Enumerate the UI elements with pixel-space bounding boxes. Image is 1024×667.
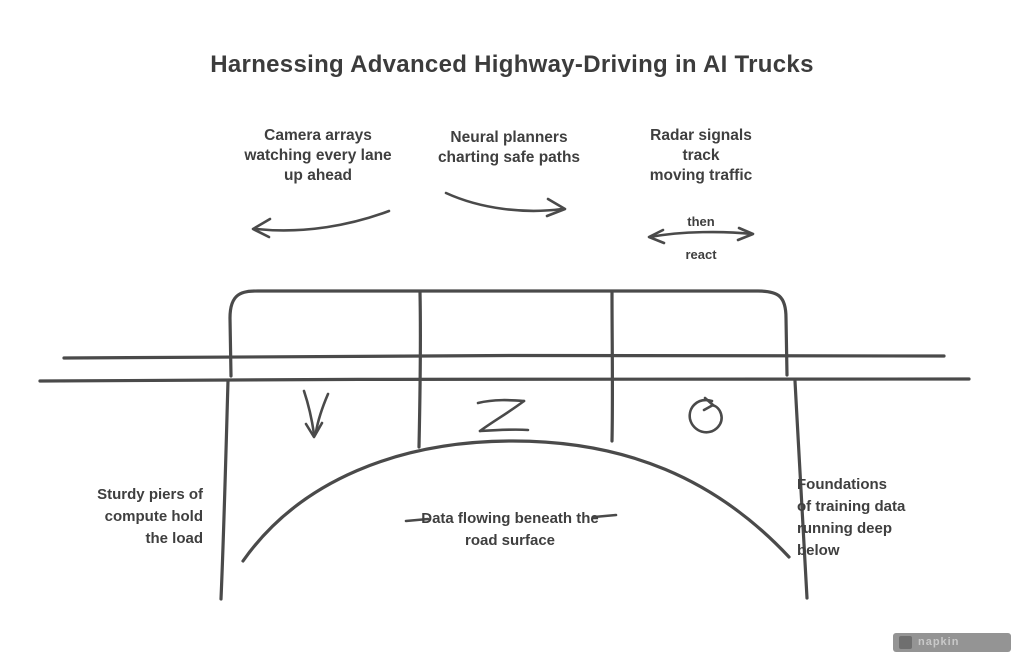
bottom-left-line: compute hold (104, 508, 203, 525)
label-dash-left (404, 517, 430, 523)
arch-curve (241, 439, 791, 563)
ground-line-lower (38, 377, 971, 383)
bottom-left-line: the load (145, 530, 203, 547)
label-dash-right (592, 513, 618, 519)
top-label-left-line: up ahead (283, 167, 353, 184)
deck-divider-left (417, 290, 423, 449)
curved-arrow-right-icon (444, 191, 567, 218)
bottom-left-line: Sturdy piers of (97, 486, 203, 503)
top-label-right-sub-top: then (687, 214, 715, 229)
watermark-logo-icon (899, 636, 912, 649)
top-label-right-line: moving traffic (649, 167, 753, 184)
bottom-right-line: of training data (797, 498, 906, 515)
watermark-label: napkin (918, 636, 960, 648)
top-label-right-line: track (682, 147, 720, 164)
watermark-badge[interactable]: napkin (893, 633, 1011, 652)
pier-left (219, 379, 230, 601)
bottom-center-label: Data flowing beneath the road surface (421, 508, 599, 552)
top-label-middle-line: Neural planners (450, 129, 568, 146)
bottom-right-line: Foundations (797, 476, 887, 493)
top-label-left-line: Camera arrays (264, 127, 372, 144)
top-label-left-line: watching every lane (244, 147, 392, 164)
bottom-center-line: road surface (464, 532, 556, 549)
zigzag-sketch-icon (476, 398, 530, 433)
top-label-right: Radar signals track moving traffic (650, 126, 752, 186)
bottom-left-label: Sturdy piers of compute hold the load (97, 484, 203, 550)
bottom-center-line: Data flowing beneath the (421, 510, 599, 527)
top-label-middle: Neural planners charting safe paths (438, 128, 580, 168)
bridge-deck-outline (228, 289, 789, 378)
ground-line-upper (62, 353, 946, 360)
top-label-left: Camera arrays watching every lane up ahe… (244, 126, 391, 186)
bottom-right-label: Foundations of training data running dee… (797, 474, 905, 562)
pier-right (793, 379, 809, 600)
top-label-right-line: Radar signals (650, 127, 752, 144)
top-label-middle-line: charting safe paths (437, 149, 581, 166)
top-label-right-sub-bottom: react (685, 247, 717, 262)
curved-arrow-left-icon (251, 209, 391, 239)
down-arrow-sketch-icon (302, 389, 330, 439)
loop-arrow-sketch-icon (688, 396, 723, 434)
bottom-right-line: running deep (797, 520, 892, 537)
diagram-title: Harnessing Advanced Highway-Driving in A… (210, 51, 814, 78)
double-arrow-icon (647, 226, 755, 245)
bottom-right-line: below (797, 542, 840, 559)
